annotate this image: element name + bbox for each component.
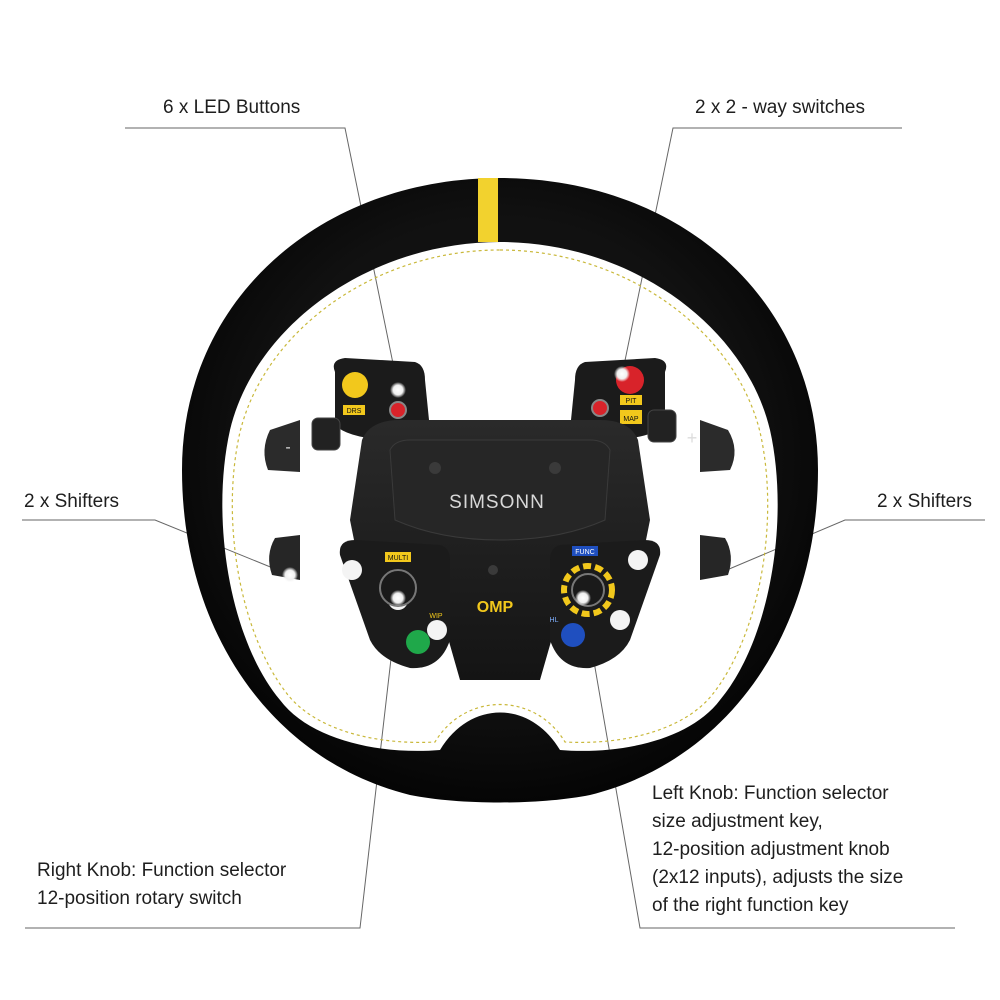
brand-logo: SIMSONN <box>449 492 545 513</box>
callout-left-knob-line: (2x12 inputs), adjusts the size <box>652 867 904 888</box>
hub-screw-3 <box>488 565 498 575</box>
func-tag <box>572 546 598 556</box>
left-encoder <box>311 417 341 451</box>
white-button-right-2 <box>610 610 630 630</box>
multi-label: MULTI <box>388 555 409 562</box>
blue-button <box>561 623 585 647</box>
map-tag <box>620 410 642 424</box>
leader-shifters-right <box>714 519 985 576</box>
hub-screw-1 <box>429 462 441 474</box>
right-encoder <box>647 409 677 443</box>
paddle-left-upper-label: - <box>285 439 290 456</box>
green-button <box>406 630 430 654</box>
multi-tag <box>385 552 411 562</box>
white-button-right <box>628 550 648 570</box>
yellow-led-button <box>342 372 368 398</box>
rim-stitching <box>231 249 769 744</box>
red-toggle-switch <box>389 401 407 419</box>
leader-right-knob <box>25 597 399 929</box>
omp-logo: OMP <box>477 599 514 616</box>
pit-tag <box>620 395 642 405</box>
hl-label: HL <box>550 617 559 624</box>
callout-markers <box>282 366 630 606</box>
white-button-left <box>342 560 362 580</box>
hub-screw-2 <box>549 462 561 474</box>
drs-tag <box>343 405 365 415</box>
map-label: MAP <box>623 416 639 423</box>
callout-right-knob: Right Knob: Function selector 12-positio… <box>37 857 286 913</box>
callout-shifters-left: 2 x Shifters <box>24 491 120 512</box>
central-hub: SIMSONN OMP <box>350 420 650 680</box>
paddle-right-upper-label: + <box>687 428 698 448</box>
callout-left-knob-line: size adjustment key, <box>652 811 823 832</box>
hub-plate <box>389 439 611 541</box>
leader-left-knob <box>582 597 955 929</box>
callout-left-knob: Left Knob: Function selector size adjust… <box>652 780 903 920</box>
lower-right-pod: FUNC HL <box>550 540 661 669</box>
pit-label: PIT <box>626 398 638 405</box>
leader-lines <box>22 127 985 929</box>
red-toggle-switch-right <box>591 399 609 417</box>
callout-left-knob-line: Left Knob: Function selector <box>652 783 889 804</box>
leader-led-buttons <box>125 127 399 389</box>
callout-led-buttons: 6 x LED Buttons <box>163 97 301 118</box>
paddle-right-upper <box>700 420 735 472</box>
rim-top-marker <box>478 178 498 242</box>
paddle-right-lower <box>700 535 731 580</box>
callout-left-knob-line: of the right function key <box>652 895 849 916</box>
leader-shifters-left <box>22 519 291 576</box>
callout-shifters-right: 2 x Shifters <box>876 491 972 512</box>
callout-right-knob-line: Right Knob: Function selector <box>37 860 287 881</box>
left-button-pod: DRS <box>333 358 430 440</box>
callout-right-knob-line: 12-position rotary switch <box>37 888 242 909</box>
paddle-shifters: - + <box>264 420 735 580</box>
white-button-left-3 <box>427 620 447 640</box>
wheel-rim <box>182 178 818 803</box>
wip-label: WIP <box>429 613 443 620</box>
drs-label: DRS <box>347 408 362 415</box>
callout-switches: 2 x 2 - way switches <box>695 97 865 118</box>
paddle-left-upper <box>264 420 300 472</box>
left-rotary-ring <box>561 563 615 617</box>
leader-switches <box>621 127 902 376</box>
func-label: FUNC <box>575 549 594 556</box>
callout-left-knob-line: 12-position adjustment knob <box>652 839 890 860</box>
